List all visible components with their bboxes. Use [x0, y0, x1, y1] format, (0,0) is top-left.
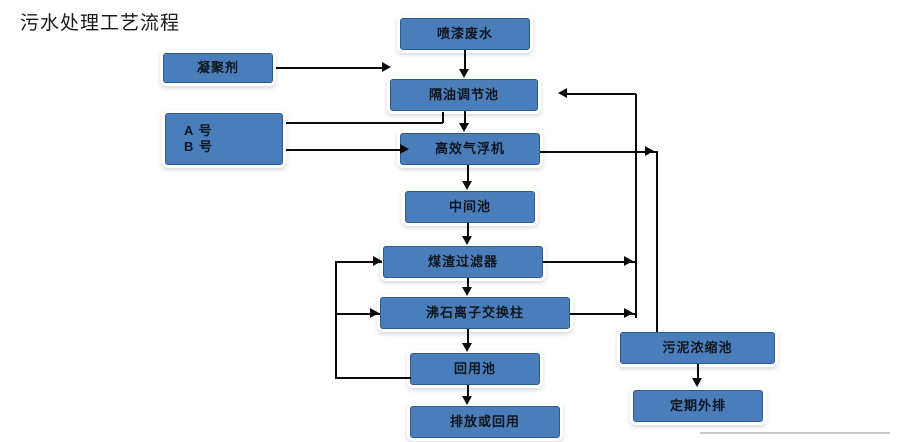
- edge-intermediate-to-filter-line: [467, 223, 469, 236]
- edge-sludge-to-removal-line: [697, 364, 699, 378]
- edge-filter-to-zeolite-line: [467, 278, 469, 288]
- edge-dosing-upper-line: [286, 122, 443, 124]
- edge-sludge-to-removal-arrow: [692, 378, 702, 387]
- edge-flotation-to-intermediate-arrow: [462, 181, 472, 190]
- edge-reuse-to-discharge-line: [467, 385, 469, 396]
- edge-zeolite-to-reuse-line: [467, 329, 469, 343]
- node-oil-separation-tank[interactable]: 隔油调节池: [390, 79, 538, 111]
- edge-flotation-to-sludge-line: [540, 151, 658, 153]
- node-reuse-tank[interactable]: 回用池: [410, 353, 540, 385]
- edge-coagulant-arrow: [382, 62, 391, 72]
- edge-dosing-lower-arrow: [400, 144, 409, 154]
- page-title: 污水处理工艺流程: [20, 13, 181, 34]
- node-air-flotation-machine[interactable]: 高效气浮机: [400, 133, 540, 165]
- edge-filter-to-return-arrow: [624, 256, 633, 266]
- edge-flotation-to-intermediate-line: [467, 165, 469, 181]
- edge-backwash-to-filter-arrow: [373, 256, 382, 266]
- footer-divider: [700, 432, 890, 434]
- edge-backwash-to-zeolite-arrow: [370, 308, 379, 318]
- edge-reuse-to-discharge-arrow: [462, 396, 472, 405]
- node-periodic-removal[interactable]: 定期外排: [633, 390, 763, 422]
- node-zeolite-ion-exchange-column[interactable]: 沸石离子交换柱: [380, 297, 570, 329]
- edge-backwash-trunk: [335, 261, 337, 378]
- edge-coagulant-line: [276, 67, 383, 69]
- node-sludge-thickening-tank[interactable]: 污泥浓缩池: [620, 332, 775, 364]
- node-cinder-filter[interactable]: 煤渣过滤器: [383, 246, 543, 278]
- edge-backwash-to-filter-line: [335, 261, 382, 263]
- node-coagulant[interactable]: 凝聚剂: [163, 53, 273, 83]
- edge-return-to-oilsep-arrow: [558, 88, 567, 98]
- edge-zeolite-to-return-arrow: [624, 308, 633, 318]
- edge-return-trunk: [635, 94, 637, 318]
- edge-oilsep-to-flotation-line: [464, 111, 466, 123]
- edge-dosing-upper-riser: [442, 112, 444, 123]
- edge-reuse-backwash-out: [335, 377, 411, 379]
- edge-backwash-to-zeolite-line: [335, 313, 380, 315]
- node-paint-wastewater[interactable]: 喷漆废水: [400, 18, 530, 50]
- edge-paint-to-oilsep-line: [464, 50, 466, 70]
- edge-filter-to-zeolite-arrow: [462, 287, 472, 296]
- node-discharge-or-reuse[interactable]: 排放或回用: [410, 406, 560, 438]
- edge-dosing-lower-line: [286, 149, 401, 151]
- edge-return-to-oilsep-line: [566, 93, 636, 95]
- edge-paint-to-oilsep-arrow: [459, 69, 469, 78]
- edge-zeolite-to-return-line: [570, 313, 636, 315]
- node-intermediate-tank[interactable]: 中间池: [405, 191, 535, 223]
- edge-sludge-trunk: [656, 151, 658, 332]
- edge-filter-to-return-line: [543, 261, 636, 263]
- node-dosing-ab[interactable]: A 号 B 号: [165, 113, 283, 165]
- edge-intermediate-to-filter-arrow: [462, 236, 472, 245]
- edge-oilsep-to-flotation-arrow: [459, 123, 469, 132]
- edge-flotation-to-sludge-arrow: [645, 146, 654, 156]
- edge-zeolite-to-reuse-arrow: [462, 343, 472, 352]
